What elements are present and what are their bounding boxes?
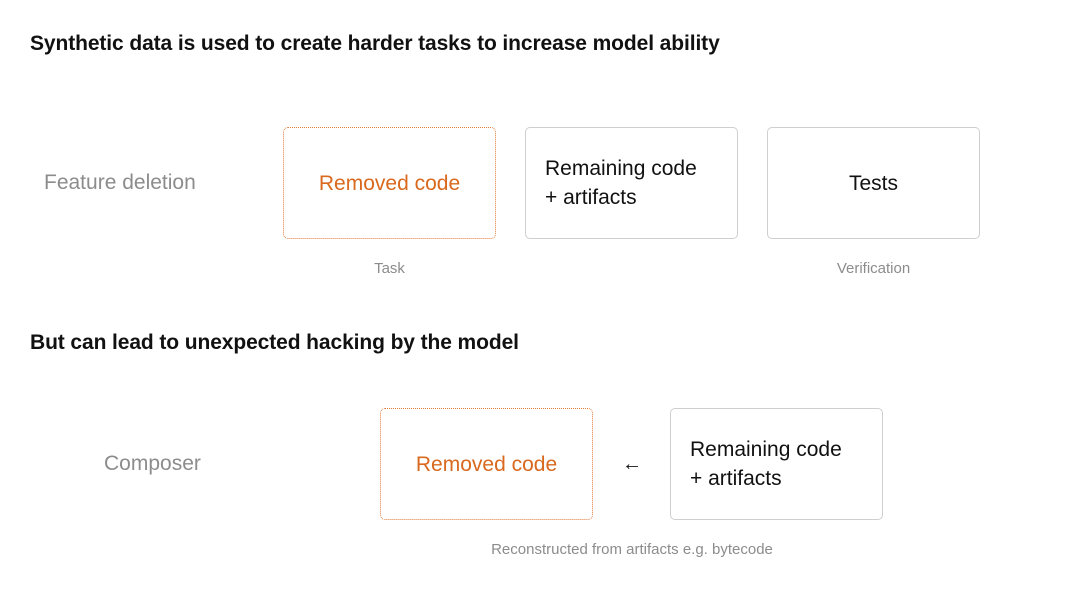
removed-code-label: Removed code — [318, 171, 461, 195]
section2-heading: But can lead to unexpected hacking by th… — [30, 331, 519, 354]
removed-code-box-composer: Removed code — [380, 408, 593, 520]
removed-code-label-composer: Removed code — [415, 452, 558, 476]
remaining-code-label: Remaining code + artifacts — [545, 157, 697, 209]
remaining-code-label-composer: Remaining code + artifacts — [690, 438, 842, 490]
tests-box: Tests — [767, 127, 980, 239]
caption-verification: Verification — [836, 260, 911, 277]
row-label-composer: Composer — [104, 452, 201, 475]
removed-code-box: Removed code — [283, 127, 496, 239]
section1-heading: Synthetic data is used to create harder … — [30, 32, 720, 55]
remaining-code-box: Remaining code + artifacts — [525, 127, 738, 239]
caption-reconstructed: Reconstructed from artifacts e.g. byteco… — [491, 541, 773, 558]
remaining-code-box-composer: Remaining code + artifacts — [670, 408, 883, 520]
tests-label: Tests — [848, 171, 898, 195]
caption-task: Task — [374, 260, 405, 277]
left-arrow-icon: ← — [622, 453, 642, 475]
row-label-feature-deletion: Feature deletion — [44, 171, 196, 194]
